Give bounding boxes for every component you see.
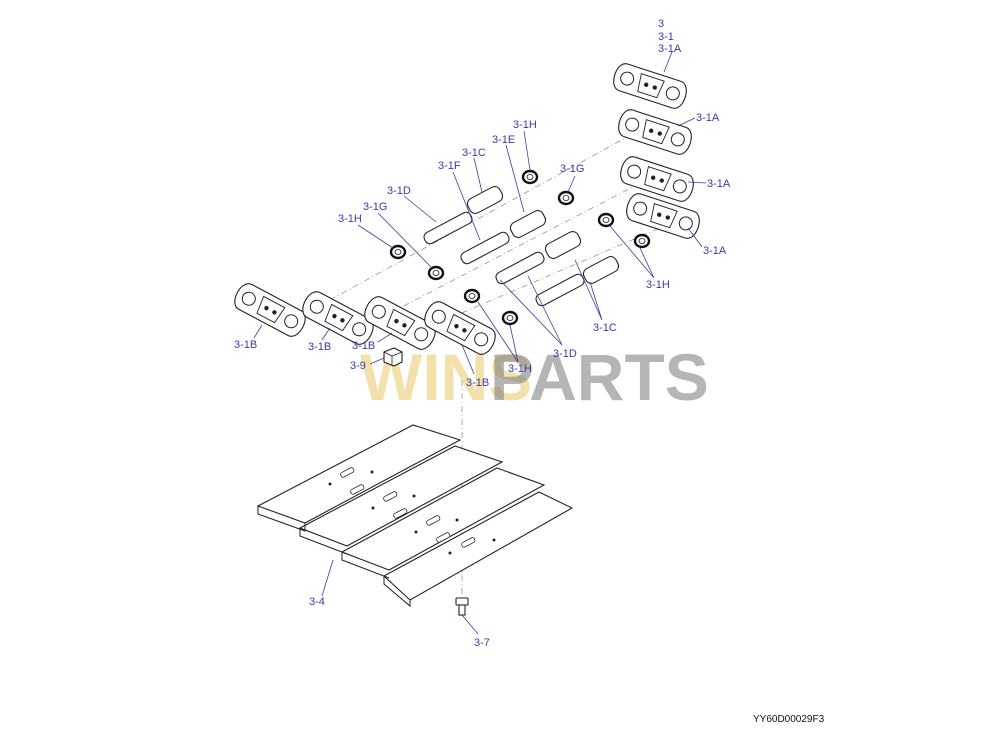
bolt-3-7 [455, 597, 469, 616]
track-shoe-2 [298, 445, 504, 547]
spacer-3-1g-2 [427, 265, 445, 281]
label-3-1h-left: 3-1H [338, 213, 362, 225]
seal-3-1h-6 [501, 310, 519, 326]
label-3-1h-right: 3-1H [646, 279, 670, 291]
track-shoe-assembly [256, 424, 574, 608]
label-3-1d-left: 3-1D [387, 185, 411, 197]
label-3-1g-left: 3-1G [363, 201, 387, 213]
label-3-1f: 3-1F [438, 160, 461, 172]
bushing-3-1c-low [582, 256, 620, 284]
label-3-1b-1: 3-1B [234, 339, 257, 351]
bushing-3-1c-top [466, 186, 504, 214]
track-link-3-1a-4 [622, 190, 704, 242]
label-3-1a-4: 3-1A [703, 245, 727, 257]
watermark-part2: PARTS [490, 340, 709, 414]
track-shoe-1 [256, 424, 462, 524]
seal-3-1h-5 [463, 288, 481, 304]
label-3-1d-low: 3-1D [553, 348, 577, 360]
seal-3-1h-1 [521, 169, 539, 185]
track-link-3-1a-2 [614, 106, 696, 158]
label-3-4: 3-4 [309, 596, 325, 608]
pin-3-1d-right [535, 273, 585, 307]
watermark: WINS PARTS [360, 340, 709, 414]
drawing-code: YY60D00029F3 [753, 714, 825, 725]
track-shoe-3 [340, 467, 546, 571]
track-link-3-1a-3 [616, 153, 698, 205]
label-3-1e: 3-1E [492, 134, 515, 146]
bushing-3-1e [509, 210, 547, 238]
track-link-3-1a-1 [609, 60, 691, 112]
label-3-1g-right: 3-1G [560, 163, 584, 175]
label-3-1b-3: 3-1B [352, 340, 375, 352]
label-3-1h-top: 3-1H [513, 119, 537, 131]
pin-3-1d-center [495, 251, 545, 285]
nut-3-9 [383, 347, 403, 367]
label-3-1b-4: 3-1B [466, 377, 489, 389]
pin-3-1d-left [423, 211, 473, 245]
pins-and-bushings [423, 186, 620, 307]
label-3-1a-top: 3-1A [658, 43, 682, 55]
label-3-1h-low: 3-1H [508, 363, 532, 375]
pin-3-1f [460, 231, 510, 265]
leader-lines [253, 51, 707, 635]
label-3-7: 3-7 [474, 637, 490, 649]
label-3-9: 3-9 [350, 360, 366, 372]
label-3-1a-3: 3-1A [707, 178, 731, 190]
track-shoe-4 [383, 491, 574, 601]
label-3-1c-low: 3-1C [593, 322, 617, 334]
label-3-1: 3-1 [658, 31, 674, 43]
label-3-1b-2: 3-1B [308, 341, 331, 353]
spacer-3-1g-1 [557, 190, 575, 206]
label-3: 3 [658, 18, 664, 30]
label-3-1a-2: 3-1A [696, 112, 720, 124]
seal-3-1h-2 [597, 212, 615, 228]
track-link-3-1b-1 [230, 279, 310, 341]
bushing-3-1c-mid [544, 231, 582, 259]
label-3-1c-top: 3-1C [462, 147, 486, 159]
seal-3-1h-3 [633, 233, 651, 249]
part-labels: 3 3-1 3-1A 3-1A 3-1A 3-1A 3-1H 3-1E 3-1C… [234, 18, 731, 649]
